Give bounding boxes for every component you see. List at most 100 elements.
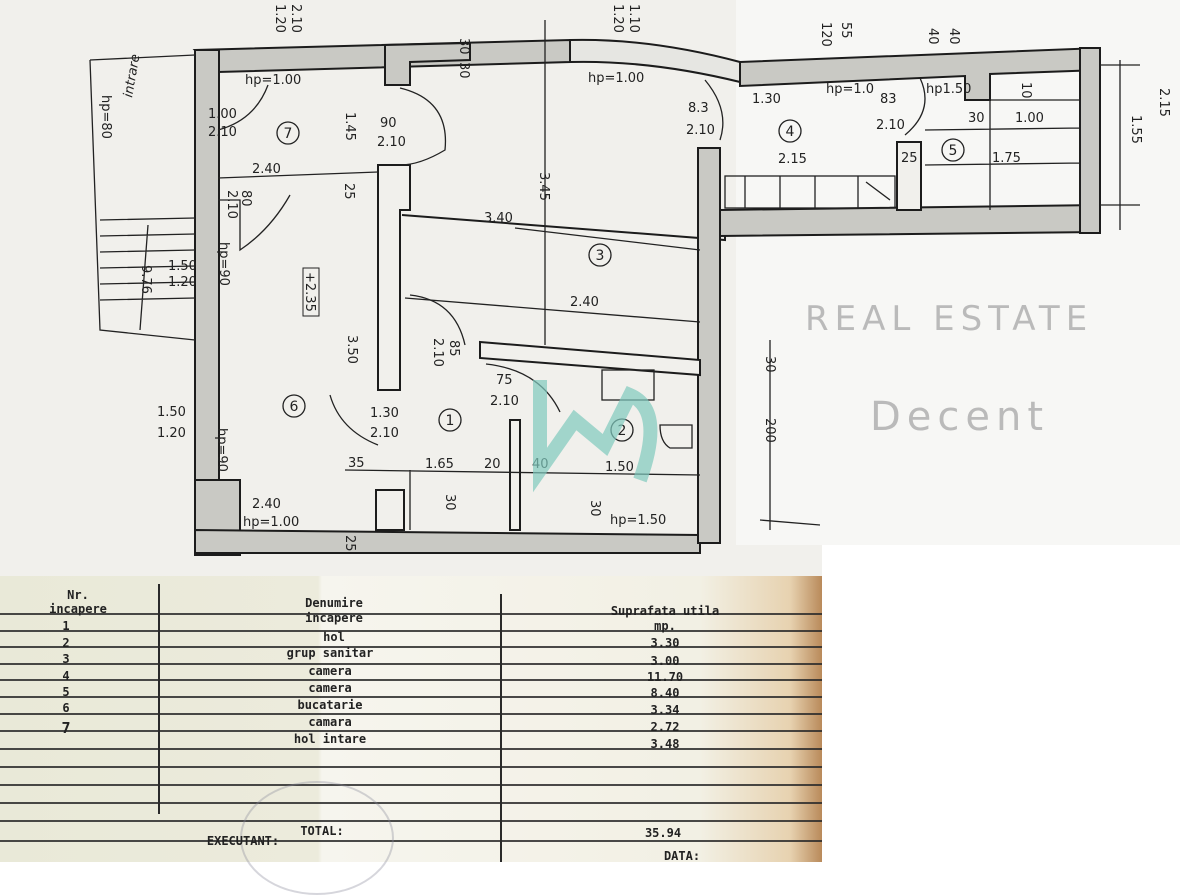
dim-label: 1.50 <box>157 405 186 420</box>
room-number: 5 <box>949 143 958 159</box>
dim-label: 1.20 <box>610 4 625 33</box>
dim-label: 1.10 <box>626 4 641 33</box>
dim-label: 40 <box>946 28 961 45</box>
total-label: TOTAL: <box>300 824 344 838</box>
column-divider <box>158 584 160 814</box>
room-number: 6 <box>290 399 299 415</box>
room-nr: 7 <box>61 719 71 737</box>
dim-label: 75 <box>496 373 513 388</box>
room-nr: 2 <box>62 636 70 650</box>
dim-label: 35 <box>348 456 365 471</box>
dim-label: 200 <box>762 418 777 443</box>
row-line <box>0 696 822 698</box>
dim-label: 9.76 <box>138 265 153 294</box>
row-line <box>0 730 822 732</box>
dim-label: 8.3 <box>688 101 709 116</box>
header-nr: Nr. <box>67 588 89 602</box>
dim-label: 2.10 <box>370 426 399 441</box>
row-line <box>0 713 822 715</box>
dim-label: hp=90 <box>216 242 231 286</box>
watermark-text: REAL ESTATE <box>805 299 1093 339</box>
room-area: 3.00 <box>650 654 680 668</box>
dim-label: 1.50 <box>168 259 197 274</box>
room-name: hol intare <box>293 732 367 746</box>
level-box <box>302 267 320 317</box>
dim-label: 1.00 <box>1015 111 1044 126</box>
dim-label: 55 <box>838 22 853 39</box>
dim-label: 30 <box>968 111 985 126</box>
dim-label: 1.45 <box>342 112 357 141</box>
header-area: Suprafata utila <box>610 604 720 618</box>
row-line <box>0 663 822 665</box>
header-nr: incapere <box>49 602 107 616</box>
blank-area <box>822 545 1180 578</box>
row-line <box>0 646 822 648</box>
dim-label: 25 <box>341 183 356 200</box>
dim-label: hp=1.00 <box>245 73 301 88</box>
dim-label: 20 <box>484 457 501 472</box>
dim-label: 25 <box>901 151 918 166</box>
header-area: mp. <box>654 619 676 633</box>
room-number: 3 <box>596 248 605 264</box>
header-name: incapere <box>305 611 363 625</box>
room-number: 2 <box>618 423 627 439</box>
dim-label: 30 <box>456 38 471 55</box>
plan-paper-right <box>736 0 1180 545</box>
dim-label: hp=80 <box>98 95 113 139</box>
dim-label: 10 <box>1018 82 1033 99</box>
room-area: 2.72 <box>650 720 680 734</box>
room-area: 3.48 <box>650 737 680 751</box>
watermark: REAL ESTATE Decent <box>533 299 1093 493</box>
dim-label: 2.40 <box>252 497 281 512</box>
dim-label: 1.65 <box>425 457 454 472</box>
dim-label: 25 <box>342 535 357 552</box>
floor-plan: 1 2 3 4 5 6 7 2.10 1.20 1.10 1.20 hp=1.0… <box>0 0 1180 578</box>
dim-label: 2.15 <box>778 152 807 167</box>
dim-label: hp=1.0 <box>826 82 874 97</box>
dim-label: 3.45 <box>536 172 551 201</box>
room-number: 4 <box>786 124 795 140</box>
dim-label: 80 <box>238 190 253 207</box>
dim-label: 2.15 <box>1156 88 1171 117</box>
dim-label: 3.40 <box>484 211 513 226</box>
room-name: hol <box>323 630 345 644</box>
dim-label: hp=1.00 <box>588 71 644 86</box>
room-number: 1 <box>446 413 455 429</box>
room-area: 11.70 <box>646 670 684 684</box>
dim-label: 2.10 <box>288 4 303 33</box>
dim-label: 2.40 <box>570 295 599 310</box>
room-name: bucatarie <box>297 698 363 712</box>
dim-label: 85 <box>446 340 461 357</box>
dim-label: 1.20 <box>157 426 186 441</box>
dim-label: 2.10 <box>490 394 519 409</box>
dim-label: 2.10 <box>208 125 237 140</box>
room-schedule-table: Nr. incapere Denumire incapere Suprafata… <box>0 576 822 895</box>
row-line <box>0 784 822 786</box>
dim-label: hp=90 <box>214 428 229 472</box>
room-nr: 3 <box>62 652 70 666</box>
dim-label: 2.10 <box>686 123 715 138</box>
total-value: 35.94 <box>644 826 682 840</box>
dim-label: 2.10 <box>876 118 905 133</box>
room-nr: 1 <box>62 619 70 633</box>
dim-label: 2.10 <box>430 338 445 367</box>
dim-label: 83 <box>880 92 897 107</box>
room-area: 8.40 <box>650 686 680 700</box>
watermark-text: Decent <box>870 394 1049 440</box>
dim-label: 1.50 <box>605 460 634 475</box>
dim-label: 2.10 <box>377 135 406 150</box>
row-line <box>0 679 822 681</box>
row-line <box>0 840 822 842</box>
watermark-logo-icon <box>533 380 658 493</box>
room-name: camara <box>308 715 352 729</box>
dim-label: 1.00 <box>208 107 237 122</box>
dim-label: 30 <box>587 500 602 517</box>
dim-label: 3.50 <box>344 335 359 364</box>
dim-label: 1.20 <box>168 275 197 290</box>
dim-label: 30 <box>762 356 777 373</box>
dim-label: 30 <box>456 62 471 79</box>
dim-label: hp1.50 <box>926 82 971 97</box>
dim-label: 1.55 <box>1128 115 1143 144</box>
dim-label: 40 <box>925 28 940 45</box>
data-label: DATA: <box>663 849 701 863</box>
